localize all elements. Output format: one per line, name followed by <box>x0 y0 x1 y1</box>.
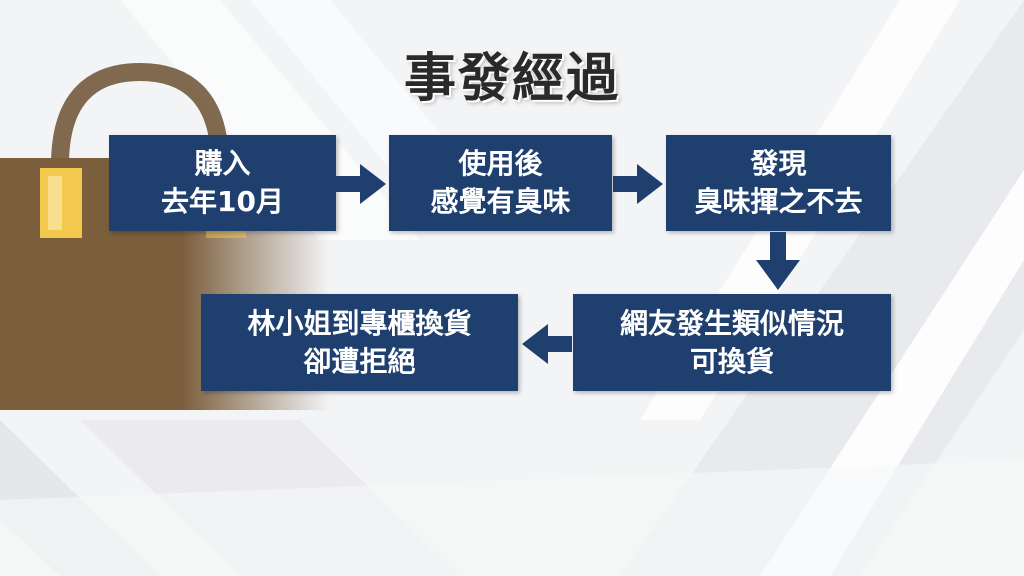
page-title: 事發經過 <box>403 49 620 109</box>
arrow-right-icon <box>336 164 386 204</box>
step-purchase-line1: 購入 <box>194 147 251 180</box>
step-netizens-line2: 可換貨 <box>689 344 774 378</box>
step-netizens: 網友發生類似情況 可換貨 <box>573 294 891 391</box>
step-after-use-line1: 使用後 <box>458 147 543 180</box>
step-refused-line2: 卻遭拒絕 <box>303 344 416 378</box>
step-purchase-line2: 去年10月 <box>161 185 284 218</box>
step-refused: 林小姐到專櫃換貨 卻遭拒絕 <box>201 294 518 391</box>
arrow-left-icon <box>522 324 572 364</box>
step-purchase: 購入 去年10月 <box>109 135 336 231</box>
step-refused-line1: 林小姐到專櫃換貨 <box>247 306 472 340</box>
step-discover-line1: 發現 <box>750 147 807 180</box>
step-discover-line2: 臭味揮之不去 <box>694 185 863 218</box>
step-discover: 發現 臭味揮之不去 <box>666 135 891 231</box>
step-netizens-line1: 網友發生類似情況 <box>619 306 844 340</box>
step-after-use-line2: 感覺有臭味 <box>430 185 571 218</box>
step-after-use: 使用後 感覺有臭味 <box>389 135 612 231</box>
arrow-down-icon <box>756 232 800 290</box>
arrow-right-icon <box>613 164 663 204</box>
